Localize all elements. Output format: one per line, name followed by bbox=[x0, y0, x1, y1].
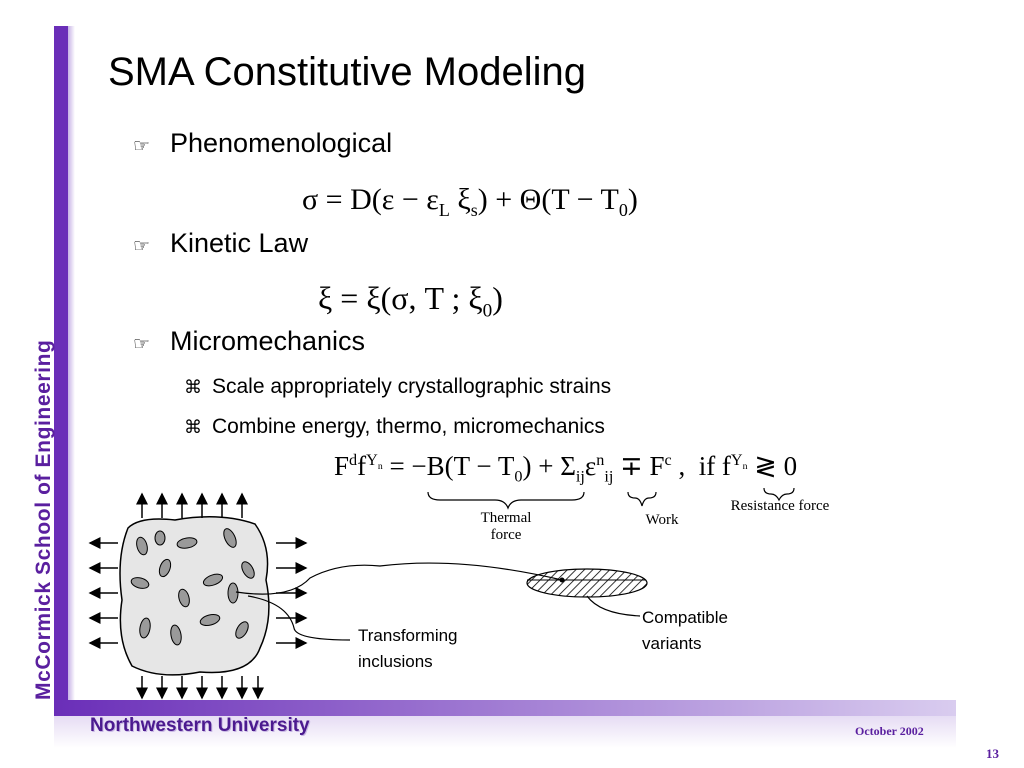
pointing-hand-icon: ☞ bbox=[133, 235, 151, 257]
bullet-label: Micromechanics bbox=[170, 326, 366, 356]
footer-university: Northwestern University bbox=[90, 715, 310, 736]
equation-kinetic-law: ξ = ξ(σ, T ; ξ0) bbox=[318, 280, 503, 322]
label-work: Work bbox=[645, 512, 679, 528]
compatible-variants-ellipse bbox=[526, 568, 648, 598]
sidebar-school-name: McCormick School of Engineering bbox=[32, 339, 55, 700]
label-thermal-force: Thermal force bbox=[480, 510, 532, 543]
footer-date: October 2002 bbox=[855, 724, 924, 738]
pointer-transforming-inclusions bbox=[247, 595, 351, 641]
load-arrows-top bbox=[136, 492, 248, 518]
sub-bullet-scale-strains: ⌘ Scale appropriately crystallographic st… bbox=[184, 375, 611, 399]
command-key-icon: ⌘ bbox=[184, 377, 202, 398]
brace-resistance bbox=[763, 487, 795, 502]
label-transforming-inclusions: Transforming inclusions bbox=[358, 626, 458, 671]
sub-bullet-label: Scale appropriately crystallographic str… bbox=[212, 375, 612, 398]
brace-thermal bbox=[427, 491, 585, 510]
solid-body bbox=[119, 516, 270, 676]
inclusions bbox=[130, 528, 255, 646]
load-arrows-right bbox=[276, 537, 308, 649]
pointing-hand-icon: ☞ bbox=[133, 135, 151, 157]
equation-constitutive: σ = D(ε − εL ξs) + Θ(T − T0) bbox=[302, 183, 638, 220]
label-compatible-variants: Compatible variants bbox=[642, 608, 728, 653]
load-arrows-left bbox=[88, 537, 118, 649]
micromechanics-diagram bbox=[88, 492, 648, 700]
bullet-micromechanics: ☞ Micromechanics bbox=[133, 326, 365, 357]
pointing-hand-icon: ☞ bbox=[133, 333, 151, 355]
connector-inclusion-to-variant bbox=[235, 562, 563, 595]
sub-bullet-combine-energy: ⌘ Combine energy, thermo, micromechanics bbox=[184, 415, 605, 439]
bullet-phenomenological: ☞ Phenomenological bbox=[133, 128, 392, 159]
connector-dot bbox=[559, 577, 565, 583]
load-arrows-bottom bbox=[136, 676, 264, 700]
bullet-kinetic-law: ☞ Kinetic Law bbox=[133, 228, 308, 259]
command-key-icon: ⌘ bbox=[184, 417, 202, 438]
sidebar-gradient bbox=[68, 26, 75, 748]
bullet-label: Kinetic Law bbox=[170, 228, 309, 258]
page-number: 13 bbox=[986, 746, 999, 761]
sidebar-bar bbox=[54, 26, 68, 748]
equation-braces bbox=[427, 491, 657, 510]
slide-title: SMA Constitutive Modeling bbox=[108, 50, 587, 94]
bullet-label: Phenomenological bbox=[170, 128, 393, 158]
sub-bullet-label: Combine energy, thermo, micromechanics bbox=[212, 415, 605, 438]
pointer-compatible-variants bbox=[586, 595, 641, 617]
label-resistance-force: Resistance force bbox=[730, 498, 830, 514]
equation-driving-force: FdfYn = −B(T − T0) + Σijεnij ∓ Fc , if f… bbox=[334, 451, 798, 486]
footer-gradient bbox=[54, 716, 956, 748]
footer-bar bbox=[54, 700, 956, 716]
brace-work bbox=[627, 491, 657, 507]
